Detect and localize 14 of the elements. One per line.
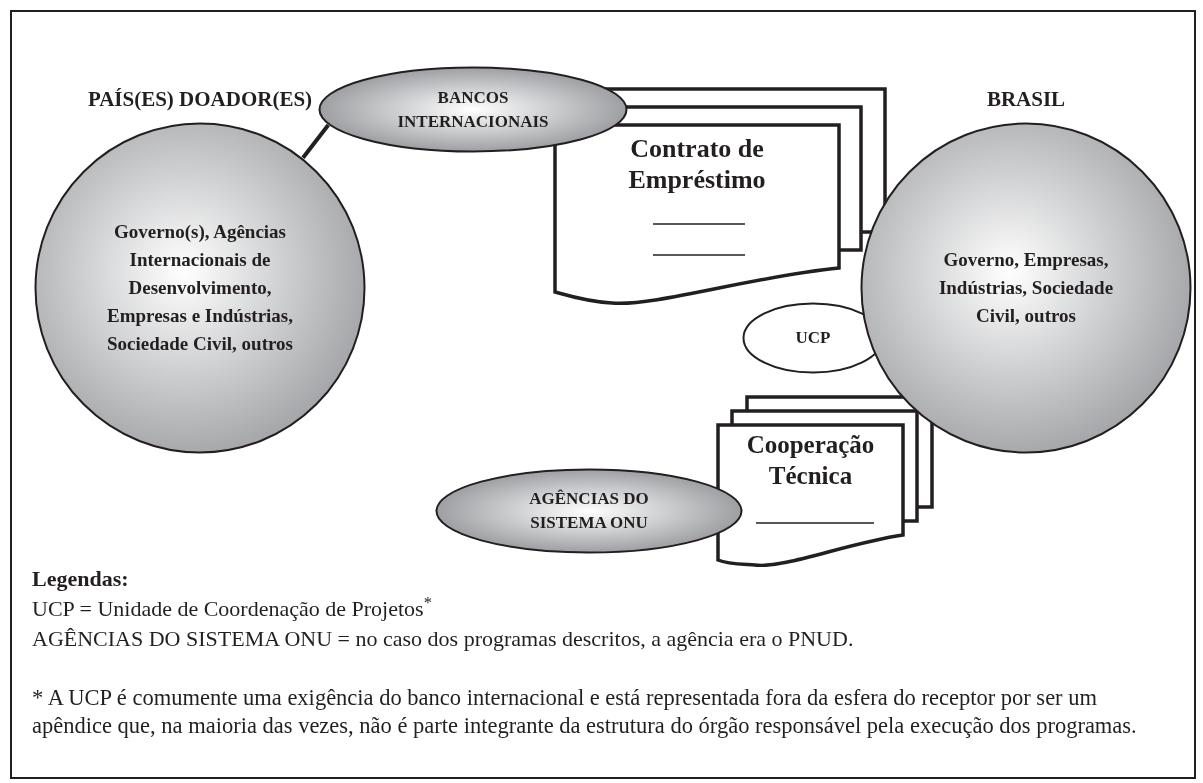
document-title: Contrato de Empréstimo [627, 133, 767, 195]
document-title: Cooperação Técnica [745, 430, 876, 491]
legend-text: UCP = Unidade de Coordenação de Projetos$^{*}$ [32, 592, 433, 623]
legend-heading: Legendas: [32, 565, 130, 593]
footnote-text: * A UCP é comumente uma exigência do banco internacional e está representada fora da esfera do receptor por ser um apêndice que, na maioria das vezes, não é parte integrante da estrutura do órgão responsável pela execução dos programas. [32, 684, 1138, 740]
group-heading: PAÍS(ES) DOADOR(ES) [86, 86, 314, 113]
ellipse-text: UCP [794, 327, 832, 349]
ellipse-text: AGÊNCIAS DO SISTEMA ONU [528, 488, 650, 534]
circle-text: Governo, Empresas, Indústrias, Sociedade Civil, outros [937, 248, 1115, 328]
ellipse-text: BANCOS INTERNACIONAIS [396, 86, 550, 133]
connector-line [301, 123, 330, 160]
circle-text: Governo(s), Agências Internacionais de Desenvolvimento, Empresas e Indústrias, Sociedade Civil, outros [106, 220, 294, 356]
legend-text: AGÊNCIAS DO SISTEMA ONU = no caso dos programas descritos, a agência era o PNUD. [32, 625, 855, 653]
group-heading: BRASIL [985, 86, 1067, 113]
